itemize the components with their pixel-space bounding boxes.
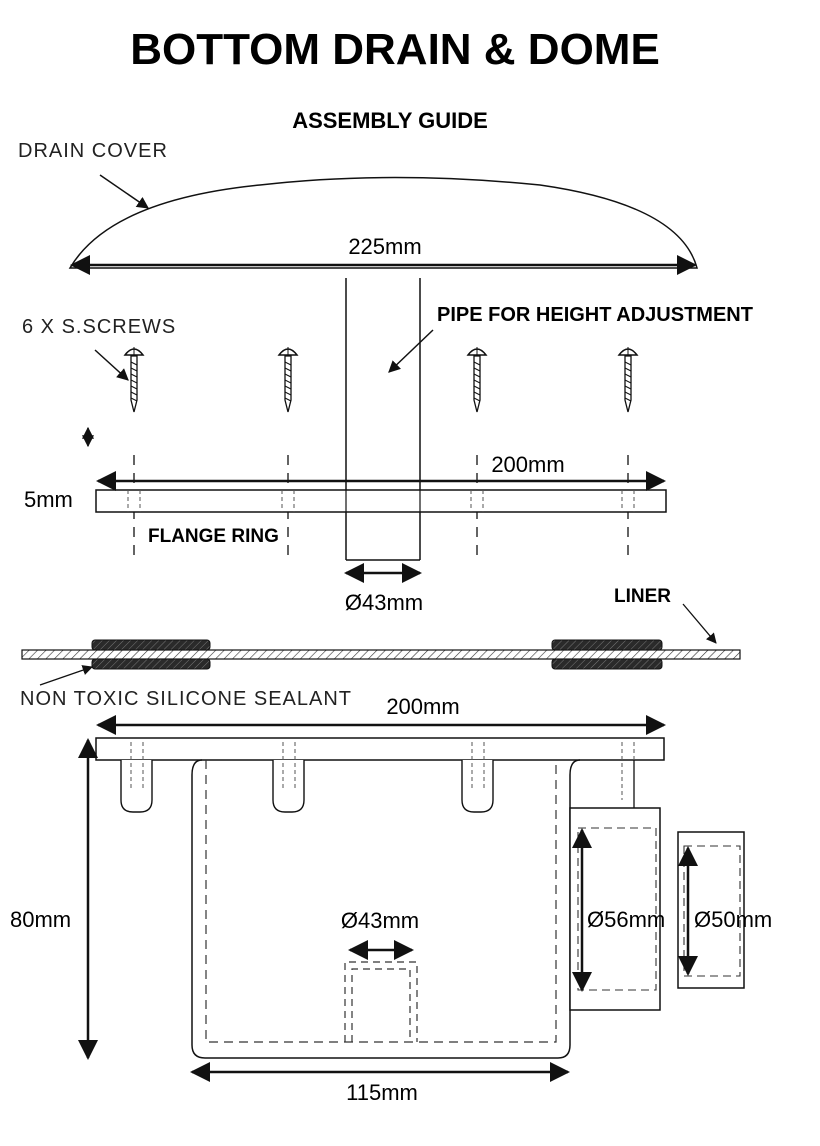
liner-pointer — [682, 603, 717, 644]
pipe-pointer — [388, 329, 434, 373]
silicone-sealant — [91, 639, 663, 670]
screw-icon — [617, 347, 639, 413]
cover-width-dimension: 225mm — [348, 234, 421, 259]
sealant-label: NON TOXIC SILICONE SEALANT — [20, 688, 352, 710]
adjustment-pipe — [345, 278, 421, 561]
drain-cover — [68, 176, 698, 275]
drain-body — [95, 737, 745, 1059]
drain-cover-label: DRAIN COVER — [18, 140, 168, 162]
screws-label: 6 X S.SCREWS — [22, 316, 176, 338]
pipe-dia-dimension: Ø43mm — [345, 590, 423, 615]
body-width-dimension: 200mm — [386, 694, 459, 719]
screw-icon — [466, 347, 488, 413]
liner-label: LINER — [614, 586, 671, 607]
flange-width-dimension: 200mm — [491, 452, 564, 477]
screw-icon — [123, 347, 145, 413]
page-subtitle: ASSEMBLY GUIDE — [292, 108, 488, 133]
side-outer-dimension: Ø56mm — [587, 907, 665, 932]
page-title: BOTTOM DRAIN & DOME — [130, 25, 660, 74]
flange-thickness-dimension: 5mm — [24, 487, 73, 512]
base-width-dimension: 115mm — [346, 1080, 418, 1105]
drain-cover-pointer — [99, 174, 149, 209]
pipe-label: PIPE FOR HEIGHT ADJUSTMENT — [437, 304, 753, 326]
flange-ring-label: FLANGE RING — [148, 526, 279, 547]
screw-icon — [277, 347, 299, 413]
sealant-pointer — [39, 665, 93, 686]
liner — [21, 649, 741, 660]
flange-ring — [95, 489, 667, 513]
outlet-dia-dimension: Ø43mm — [341, 908, 419, 933]
side-inner-dimension: Ø50mm — [694, 907, 772, 932]
body-height-dimension: 80mm — [10, 907, 71, 932]
screws-pointer — [94, 349, 129, 381]
